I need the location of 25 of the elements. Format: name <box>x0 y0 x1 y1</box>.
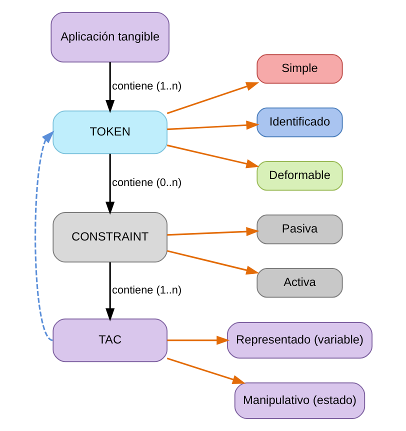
arrow <box>34 130 54 341</box>
node-box: Manipulativo (estado) <box>234 382 365 420</box>
arrow <box>166 82 259 114</box>
node-box: Identificado <box>256 108 342 138</box>
node-box: TAC <box>52 318 168 362</box>
node-box: Deformable <box>256 161 342 191</box>
edge-label: contiene (0..n) <box>112 176 182 189</box>
arrow <box>166 336 230 345</box>
node-box: Activa <box>256 268 342 298</box>
node-box: Pasiva <box>256 214 342 244</box>
arrow <box>166 227 259 236</box>
arrow <box>105 154 114 215</box>
arrow <box>105 62 114 114</box>
node-box: CONSTRAINT <box>52 212 168 263</box>
edge-label: contiene (1..n) <box>112 284 182 296</box>
edge-label: contiene (1..n) <box>112 80 182 92</box>
arrow <box>166 120 259 130</box>
arrow <box>166 250 259 275</box>
node-box: Representado (variable) <box>226 322 372 359</box>
node-box: Aplicación tangible <box>50 12 169 62</box>
arrow <box>105 262 114 322</box>
node-box: Simple <box>256 54 342 84</box>
node-box: TOKEN <box>52 110 168 154</box>
arrow <box>166 144 259 168</box>
arrow <box>166 358 246 384</box>
